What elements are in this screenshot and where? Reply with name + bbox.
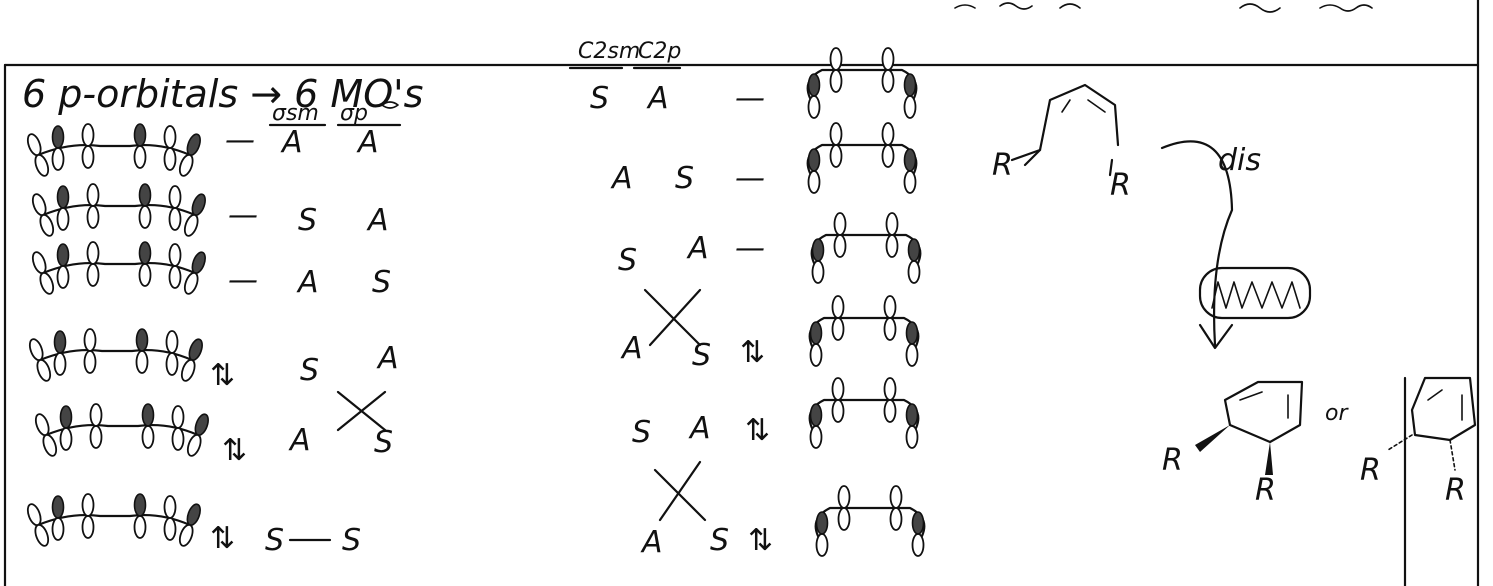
svg-text:—: — <box>735 231 765 266</box>
svg-text:A: A <box>646 81 669 116</box>
svg-text:—: — <box>225 123 255 158</box>
svg-text:S: S <box>590 81 609 116</box>
left-column-headers: σsm σp <box>268 101 402 127</box>
svg-text:A: A <box>366 203 389 238</box>
svg-text:A: A <box>640 525 663 560</box>
svg-text:—: — <box>735 161 765 196</box>
left-mo-3 <box>30 242 207 296</box>
svg-text:⇅: ⇅ <box>210 521 235 556</box>
right-crossing-1 <box>643 288 702 347</box>
svg-text:—: — <box>735 81 765 116</box>
right-row-1: S A — <box>590 81 765 116</box>
svg-text:S: S <box>374 425 393 460</box>
right-column-headers: C2sm C2p <box>568 39 681 70</box>
left-mo-diagrams <box>25 124 210 548</box>
right-mo-diagrams <box>808 48 925 556</box>
svg-text:S: S <box>675 161 694 196</box>
svg-text:S: S <box>710 523 729 558</box>
right-mo-1 <box>808 48 917 118</box>
left-row-4: ⇅ S A <box>210 341 399 393</box>
svg-text:S: S <box>372 265 391 300</box>
or-connector: or <box>1325 401 1349 426</box>
svg-text:A: A <box>376 341 399 376</box>
r-group-1: R <box>992 148 1013 183</box>
left-mo-4 <box>27 329 204 383</box>
right-row-5: S A ⇅ <box>632 411 770 450</box>
transition-state-sketch <box>1198 266 1312 320</box>
sigma-p-header: σp <box>340 101 368 126</box>
triene-structure: R R <box>992 83 1131 203</box>
svg-text:⇅: ⇅ <box>222 433 247 468</box>
left-row-3: — A S <box>228 263 391 300</box>
svg-text:S: S <box>618 243 637 278</box>
left-crossing <box>336 390 387 432</box>
right-mo-3 <box>812 213 921 283</box>
c2sm-header: C2sm <box>578 39 640 64</box>
right-crossing-2 <box>653 460 707 522</box>
left-row-5: ⇅ A S <box>222 423 393 468</box>
r-group-2: R <box>1110 168 1131 203</box>
svg-text:A: A <box>280 125 303 160</box>
frame <box>3 0 1480 586</box>
right-mo-2 <box>808 123 917 193</box>
product-cis-1: R R <box>1162 380 1304 508</box>
left-mo-2 <box>30 184 207 238</box>
svg-text:⇅: ⇅ <box>210 358 235 393</box>
svg-text:⇅: ⇅ <box>745 413 770 448</box>
svg-text:S: S <box>265 523 284 558</box>
svg-text:—: — <box>228 198 258 233</box>
svg-text:A: A <box>620 331 643 366</box>
svg-text:A: A <box>610 161 633 196</box>
left-mo-6 <box>25 494 202 548</box>
top-right-scrawl <box>954 2 1373 13</box>
svg-text:A: A <box>356 125 379 160</box>
svg-text:S: S <box>342 523 361 558</box>
r-group-5: R <box>1360 453 1381 488</box>
left-mo-1 <box>25 124 202 178</box>
right-row-4: A S ⇅ <box>620 331 765 373</box>
svg-text:⇅: ⇅ <box>740 335 765 370</box>
svg-text:S: S <box>632 415 651 450</box>
r-group-3: R <box>1162 443 1183 478</box>
right-mo-6 <box>816 486 925 556</box>
sigma-sm-header: σsm <box>272 101 319 126</box>
left-row-2: — S A <box>228 198 389 238</box>
svg-text:A: A <box>688 411 711 446</box>
svg-text:⇅: ⇅ <box>748 523 773 558</box>
r-group-4: R <box>1255 473 1276 508</box>
left-mo-5 <box>33 404 210 458</box>
arrow-label-dis: dis <box>1218 143 1261 178</box>
svg-text:S: S <box>298 203 317 238</box>
svg-text:S: S <box>300 353 319 388</box>
right-row-3: S A — <box>618 231 765 278</box>
svg-text:A: A <box>686 231 709 266</box>
right-row-2: A S — <box>610 161 765 196</box>
heading: 6 p-orbitals → 6 MO's <box>22 72 423 116</box>
right-mo-5 <box>810 378 919 448</box>
product-cis-2: R R <box>1360 376 1477 508</box>
right-mo-4 <box>810 296 919 366</box>
svg-text:A: A <box>296 265 319 300</box>
c2p-header: C2p <box>638 39 681 64</box>
svg-text:A: A <box>288 423 311 458</box>
svg-text:—: — <box>228 263 258 298</box>
svg-text:S: S <box>692 338 711 373</box>
left-row-6: ⇅ S S <box>210 521 361 558</box>
r-group-6: R <box>1445 473 1466 508</box>
left-row-1: — A A <box>225 123 379 160</box>
right-row-6: A S ⇅ <box>640 523 773 560</box>
